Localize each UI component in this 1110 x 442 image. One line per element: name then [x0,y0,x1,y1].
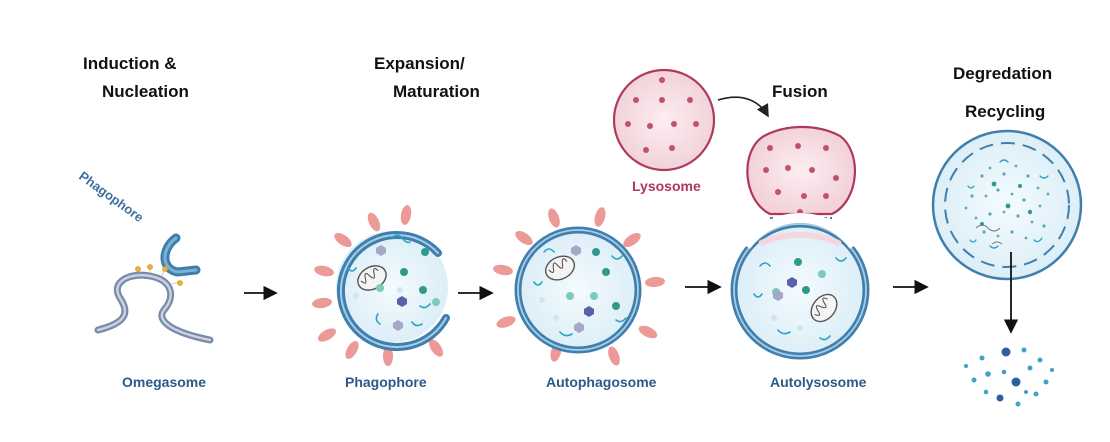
fusion-title: Fusion [772,82,828,101]
autophagosome-cell [493,207,665,366]
phagophore-curved-label: Phagophore [76,168,146,225]
degradation-title-line2: Recycling [965,102,1046,121]
expansion-title-line2: Maturation [393,82,480,101]
omegasome-label: Omegasome [122,374,207,390]
autolysosome-cell [730,125,870,360]
degradation-title-line1: Degredation [953,64,1053,83]
lipid-dots [135,264,183,286]
degradation-cell [931,129,1083,334]
phagophore-label: Phagophore [345,374,427,390]
recycled-molecules [964,347,1054,407]
autolysosome-label: Autolysosome [770,374,867,390]
autophagosome-label: Autophagosome [546,374,657,390]
omegasome-shape [94,271,214,344]
lysosome-arrow [717,96,769,118]
induction-title-line2: Nucleation [102,82,189,101]
phagophore-cell [312,205,450,366]
lysosome [612,68,716,172]
expansion-title-line1: Expansion/ [374,54,465,73]
lysosome-label: Lysosome [632,178,701,194]
induction-title-line1: Induction & [83,54,177,73]
